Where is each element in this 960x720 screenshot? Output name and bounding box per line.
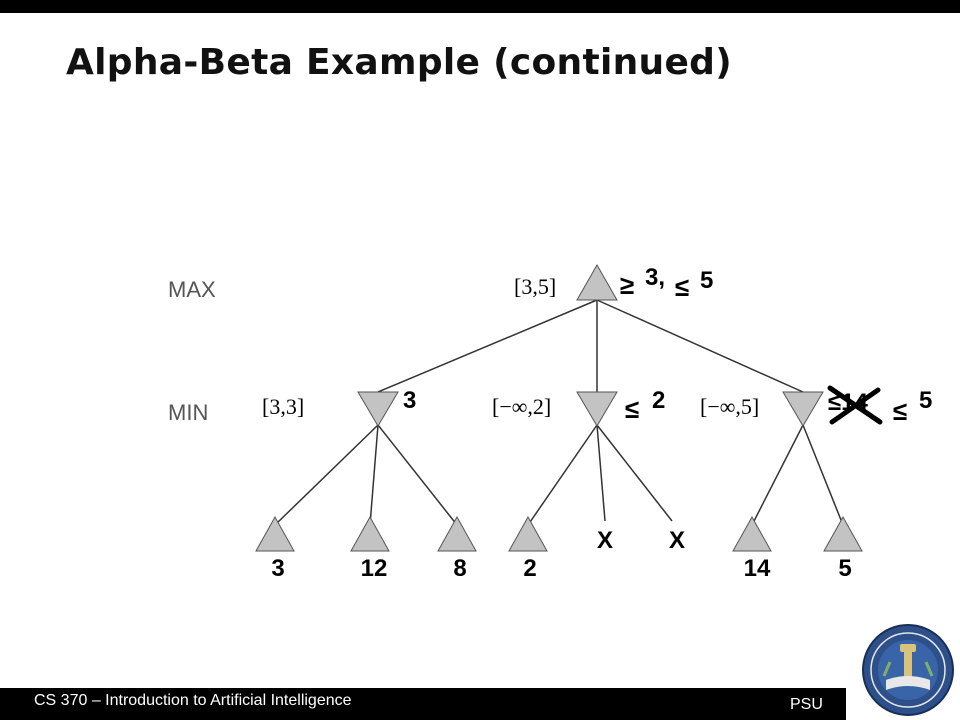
min-node-3 (782, 391, 824, 427)
leaf-nodes (255, 515, 863, 552)
max-node (576, 263, 618, 301)
leaf-value-2: 12 (361, 555, 388, 582)
min3-interval: [−∞,5] (700, 394, 759, 419)
leaf-value-4: 2 (523, 555, 536, 582)
edge-root-min3 (596, 299, 804, 393)
leaf-value-1: 3 (271, 555, 284, 582)
org-footer: PSU (790, 696, 823, 713)
course-footer: CS 370 – Introduction to Artificial Inte… (34, 692, 352, 709)
min-node-1 (357, 391, 399, 427)
pruned-leaf-6: X (669, 527, 685, 554)
strike-through-mark (827, 385, 883, 425)
max-level-label: MAX (168, 277, 216, 302)
root-ge-value: 3, (645, 264, 665, 291)
min3-le-symbol: ≤ (893, 396, 907, 426)
edge-min2-leaf6 (596, 424, 673, 522)
leaf-value-8: 5 (838, 555, 851, 582)
leaf-node-4 (508, 515, 548, 552)
edge-min2-leaf4 (527, 424, 598, 526)
root-ge-symbol: ≥ (620, 270, 634, 300)
edge-min1-leaf3 (377, 424, 458, 526)
edge-min1-leaf1 (274, 424, 379, 526)
min2-le-symbol: ≤ (625, 394, 639, 424)
university-seal-icon (862, 624, 954, 716)
slide-title: Alpha-Beta Example (continued) (66, 42, 732, 83)
edges (274, 299, 844, 526)
footer-bar (0, 688, 846, 720)
root-le-symbol: ≤ (675, 272, 689, 302)
min3-le-value: 5 (919, 387, 932, 414)
min-level-label: MIN (168, 400, 208, 425)
pruned-leaf-5: X (597, 527, 613, 554)
leaf-node-8 (823, 515, 863, 552)
min1-interval: [3,3] (262, 394, 304, 419)
edge-min2-leaf5 (596, 424, 606, 522)
edge-min3-leaf7 (751, 424, 804, 526)
leaf-node-7 (732, 515, 772, 552)
min2-interval: [−∞,2] (492, 394, 551, 419)
leaf-node-1 (255, 515, 295, 552)
root-le-value: 5 (700, 267, 713, 294)
leaf-value-7: 14 (744, 555, 771, 582)
edge-root-min1 (377, 299, 598, 393)
min-node-2 (576, 391, 618, 427)
leaf-node-2 (350, 515, 390, 552)
edge-min3-leaf8 (802, 424, 844, 526)
top-bar (0, 0, 960, 13)
leaf-value-3: 8 (453, 555, 466, 582)
leaf-node-3 (437, 515, 477, 552)
edge-min1-leaf2 (369, 424, 379, 526)
min2-le-value: 2 (652, 387, 665, 414)
root-interval: [3,5] (514, 274, 556, 299)
min1-value: 3 (403, 387, 416, 414)
